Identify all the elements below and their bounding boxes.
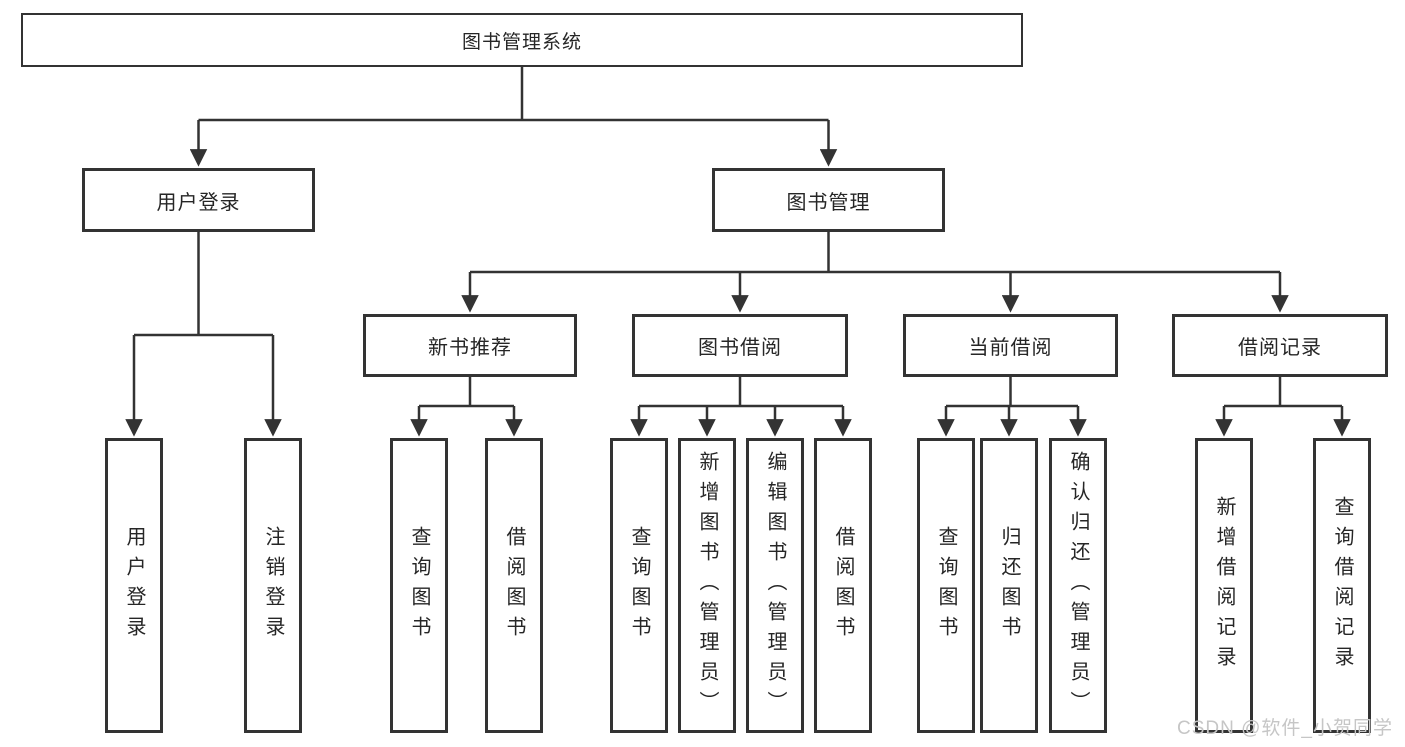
node-leaf-return-book: 归还图书 bbox=[980, 438, 1038, 733]
node-borrow-record: 借阅记录 bbox=[1172, 314, 1388, 377]
node-leaf-borrow-query-book: 查询图书 bbox=[610, 438, 668, 733]
node-label: 用户登录 bbox=[123, 525, 145, 646]
watermark: CSDN @软件_小贺同学 bbox=[1177, 718, 1393, 739]
node-label: 编辑图书（管理员） bbox=[764, 450, 786, 721]
node-leaf-logout-login: 注销登录 bbox=[244, 438, 302, 733]
node-label: 归还图书 bbox=[998, 525, 1020, 646]
node-label: 查询图书 bbox=[628, 525, 650, 646]
node-label: 新增借阅记录 bbox=[1213, 495, 1235, 676]
node-label: 借阅图书 bbox=[503, 525, 525, 646]
node-leaf-current-query-book: 查询图书 bbox=[917, 438, 975, 733]
node-new-book-recommend: 新书推荐 bbox=[363, 314, 577, 377]
node-leaf-edit-book-admin: 编辑图书（管理员） bbox=[746, 438, 804, 733]
node-leaf-recommend-borrow-book: 借阅图书 bbox=[485, 438, 543, 733]
node-leaf-recommend-query-book: 查询图书 bbox=[390, 438, 448, 733]
node-label: 查询借阅记录 bbox=[1331, 495, 1353, 676]
node-user-login: 用户登录 bbox=[82, 168, 315, 232]
node-leaf-borrow-borrow-book: 借阅图书 bbox=[814, 438, 872, 733]
node-book-management: 图书管理 bbox=[712, 168, 945, 232]
node-leaf-confirm-return-admin: 确认归还（管理员） bbox=[1049, 438, 1107, 733]
node-leaf-add-book-admin: 新增图书（管理员） bbox=[678, 438, 736, 733]
node-book-borrow: 图书借阅 bbox=[632, 314, 848, 377]
node-label: 查询图书 bbox=[408, 525, 430, 646]
node-root: 图书管理系统 bbox=[21, 13, 1023, 67]
node-leaf-user-login: 用户登录 bbox=[105, 438, 163, 733]
node-label: 注销登录 bbox=[262, 525, 284, 646]
node-label: 借阅图书 bbox=[832, 525, 854, 646]
node-label: 查询图书 bbox=[935, 525, 957, 646]
node-current-borrow: 当前借阅 bbox=[903, 314, 1118, 377]
node-leaf-query-borrow-record: 查询借阅记录 bbox=[1313, 438, 1371, 733]
node-label: 新增图书（管理员） bbox=[696, 450, 718, 721]
node-leaf-add-borrow-record: 新增借阅记录 bbox=[1195, 438, 1253, 733]
node-label: 确认归还（管理员） bbox=[1067, 450, 1089, 721]
